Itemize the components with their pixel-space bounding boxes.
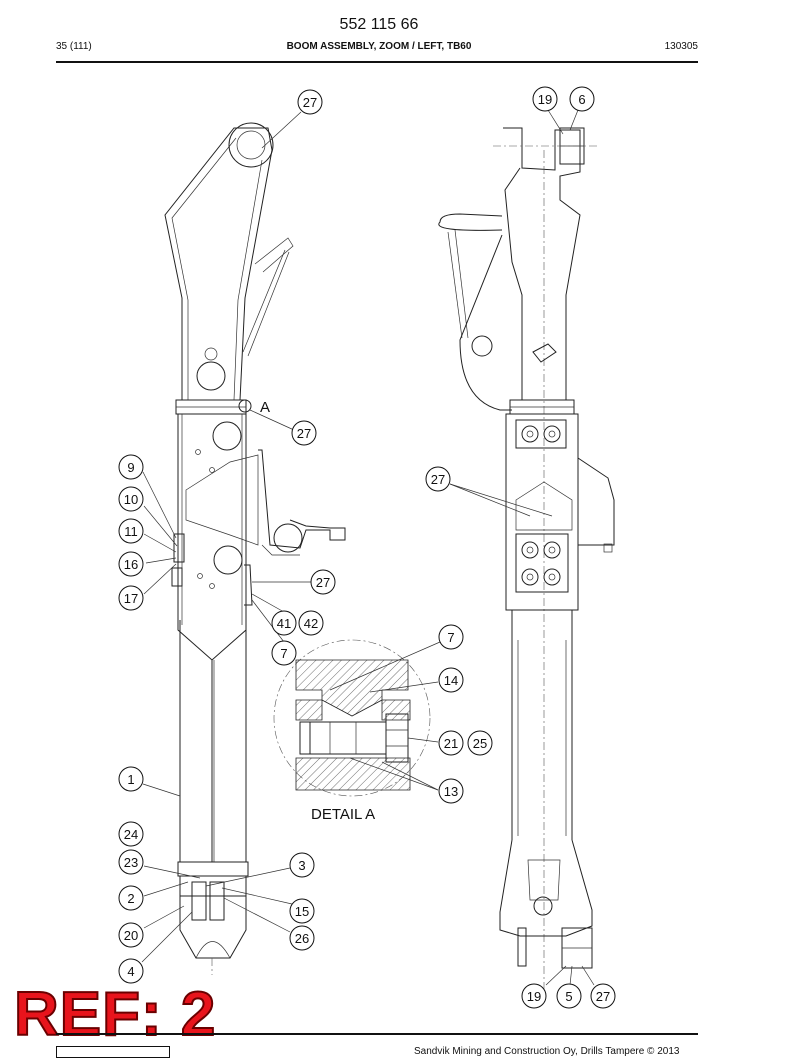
callout: 25 [467,730,493,756]
callout: 16 [118,551,144,577]
svg-text:21: 21 [444,736,458,751]
svg-text:27: 27 [431,472,445,487]
callout: 42 [298,610,324,636]
callout: 27 [590,983,616,1009]
svg-text:19: 19 [538,92,552,107]
detail-caption: DETAIL A [311,806,375,823]
callout: 3 [289,852,315,878]
callout: 19 [532,86,558,112]
callout: 11 [118,518,144,544]
callout: 2 [118,885,144,911]
svg-text:24: 24 [124,827,138,842]
callout: 7 [438,624,464,650]
svg-text:27: 27 [303,95,317,110]
company-logo [56,1046,170,1058]
svg-text:3: 3 [298,858,305,873]
boom-front-view [438,127,615,995]
page-number: 35 (111) [56,41,92,52]
callout: 15 [289,898,315,924]
boom-side-view [164,122,346,975]
svg-text:9: 9 [127,460,134,475]
svg-text:14: 14 [444,673,458,688]
callout: 27 [297,89,323,115]
callout: 27 [310,569,336,595]
svg-text:20: 20 [124,928,138,943]
svg-text:19: 19 [527,989,541,1004]
footer-copyright: Sandvik Mining and Construction Oy, Dril… [414,1046,680,1057]
svg-text:26: 26 [295,931,309,946]
callout: 27 [425,466,451,492]
callout: 17 [118,585,144,611]
callout: 21 [438,730,464,756]
callout: 9 [118,454,144,480]
callout: 14 [438,667,464,693]
svg-text:42: 42 [304,616,318,631]
svg-text:1: 1 [127,772,134,787]
callout: 5 [556,983,582,1009]
callout: 27 [291,420,317,446]
document-number: 552 115 66 [339,16,419,33]
ref-stamp: REF: 2 [13,980,217,1049]
callout: 41 [271,610,297,636]
svg-text:6: 6 [578,92,585,107]
callout: 7 [271,640,297,666]
footer-rule [56,1033,698,1035]
detail-marker: A [260,399,270,416]
callout: 13 [438,778,464,804]
svg-text:10: 10 [124,492,138,507]
svg-text:27: 27 [316,575,330,590]
svg-text:16: 16 [124,557,138,572]
svg-text:25: 25 [473,736,487,751]
svg-text:11: 11 [124,524,138,539]
callout: 19 [521,983,547,1009]
svg-text:15: 15 [295,904,309,919]
callout: 23 [118,849,144,875]
svg-text:23: 23 [124,855,138,870]
svg-text:7: 7 [447,630,454,645]
svg-text:2: 2 [127,891,134,906]
svg-text:27: 27 [297,426,311,441]
callout: 26 [289,925,315,951]
svg-text:5: 5 [565,989,572,1004]
callout: 6 [569,86,595,112]
header-rule [56,61,698,63]
svg-text:27: 27 [596,989,610,1004]
svg-text:4: 4 [127,964,134,979]
svg-text:17: 17 [124,591,138,606]
callout: 1 [118,766,144,792]
svg-text:41: 41 [277,616,291,631]
page-title: BOOM ASSEMBLY, ZOOM / LEFT, TB60 [286,41,472,52]
document-code: 130305 [664,41,698,52]
callout: 4 [118,958,144,984]
callout: 10 [118,486,144,512]
svg-text:13: 13 [444,784,458,799]
callout: 20 [118,922,144,948]
leader-lines [141,109,595,986]
svg-text:7: 7 [280,646,287,661]
detail-a-section [273,639,431,797]
callout: 24 [118,821,144,847]
